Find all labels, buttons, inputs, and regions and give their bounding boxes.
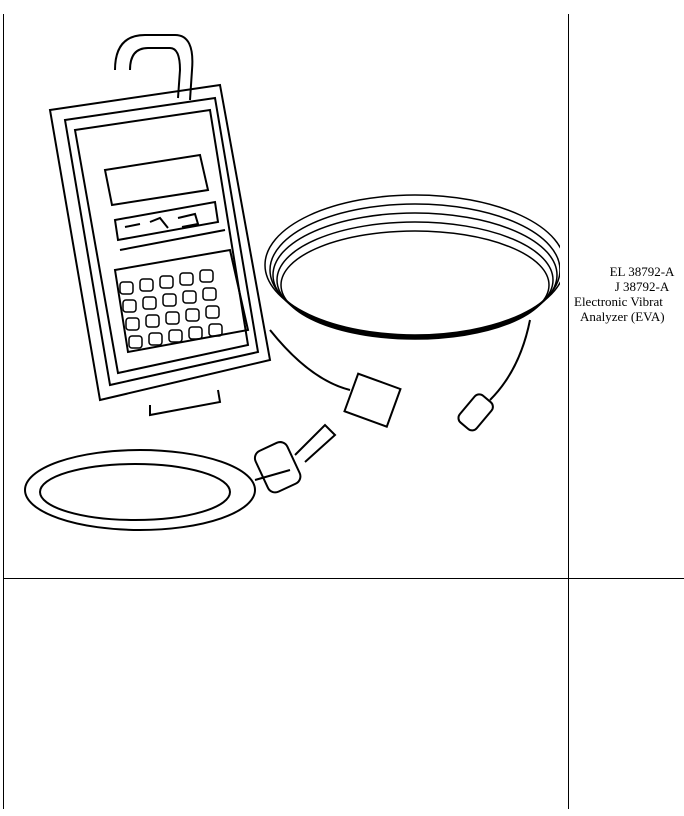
table-column-divider (568, 14, 569, 809)
tool-number-el: EL 38792-A (609, 264, 675, 279)
tool-description-line-1: Electronic Vibrat (574, 294, 663, 309)
table-left-border (3, 14, 4, 809)
tool-description-cell: EL 38792-A J 38792-A Electronic Vibrat A… (569, 250, 684, 350)
tool-description-line-2: Analyzer (EVA) (580, 309, 665, 324)
eva-tool-illustration (24, 34, 560, 531)
tool-number-j: J 38792-A (614, 279, 670, 294)
table-row-divider (3, 578, 684, 579)
eva-logo (113, 200, 220, 242)
